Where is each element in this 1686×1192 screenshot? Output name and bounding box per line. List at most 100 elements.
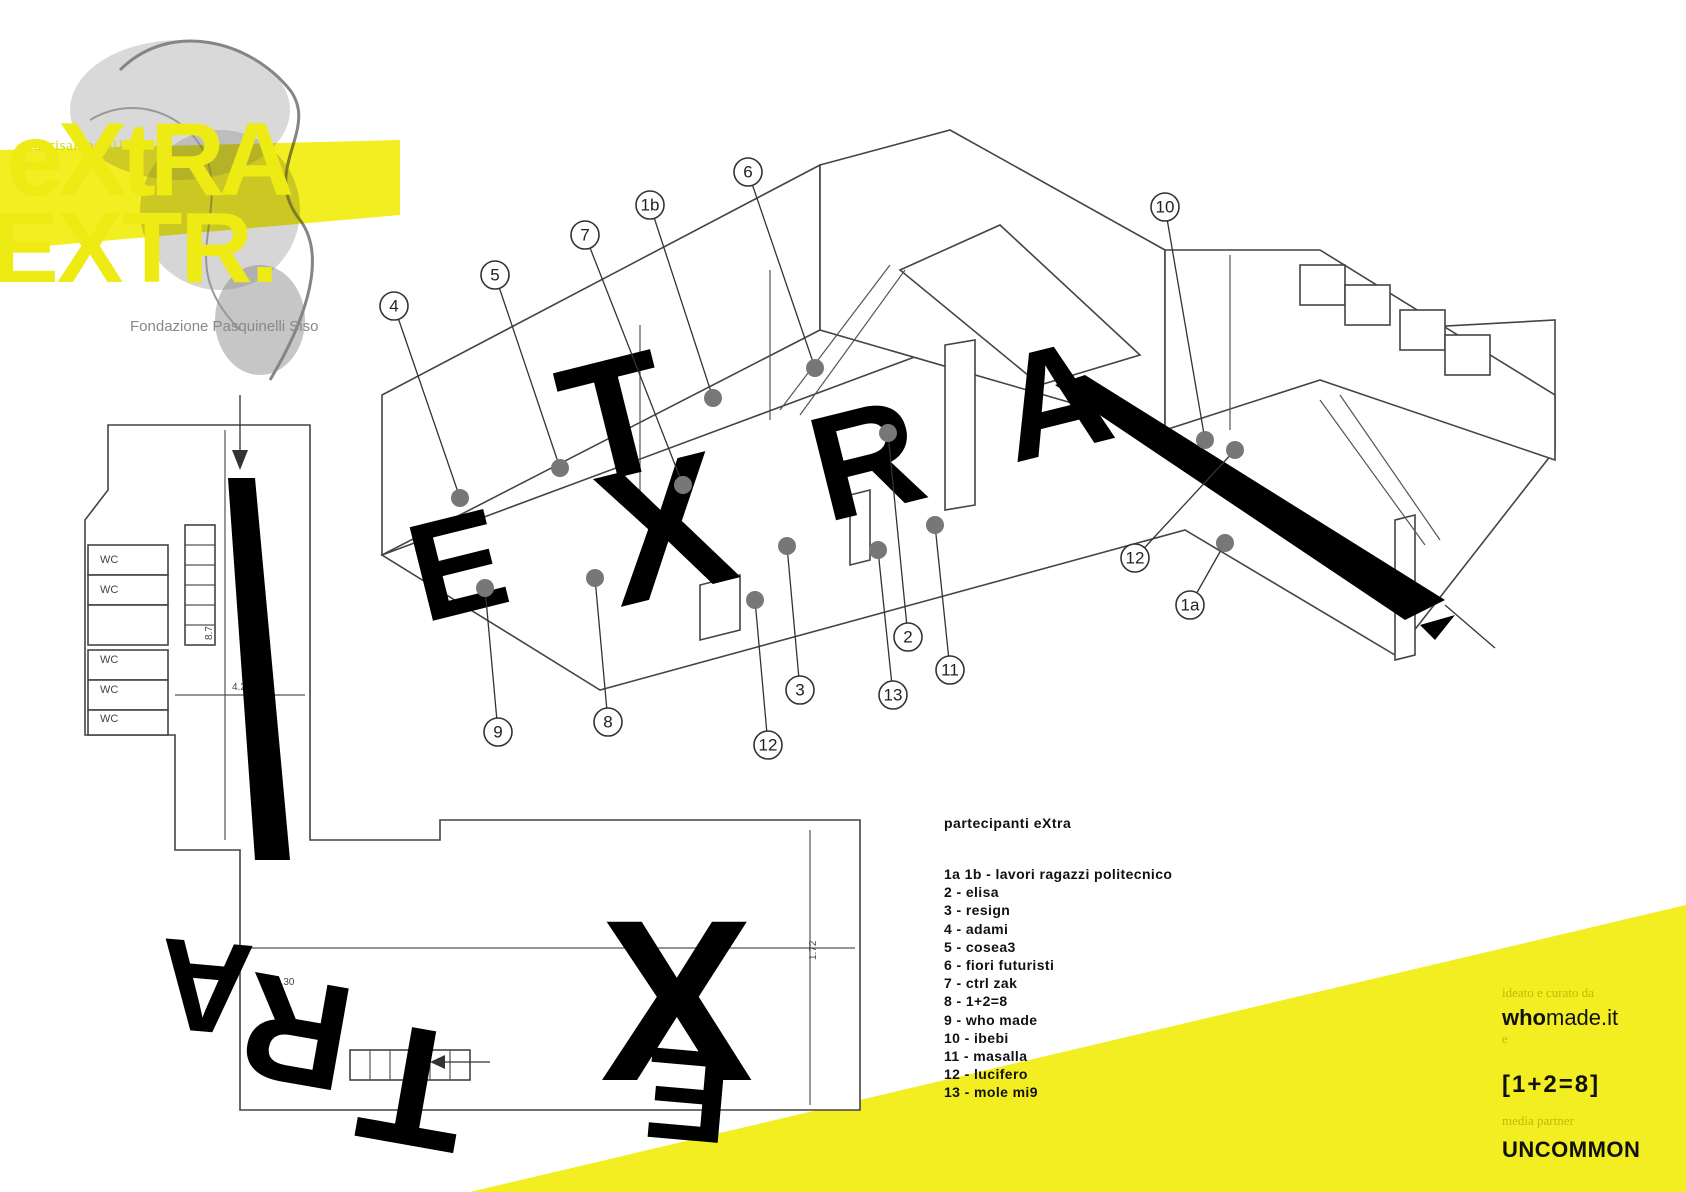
callout-leader <box>584 234 684 486</box>
callout-dot <box>1196 431 1214 449</box>
callout-dot <box>806 359 824 377</box>
dimension-label: 4.2 <box>232 682 246 693</box>
logo-subtitle: Fondazione Pasquinelli Siso <box>130 318 319 335</box>
callout-label: 13 <box>884 686 903 705</box>
legend-item: 11 - masalla <box>944 1048 1028 1065</box>
legend-title: partecipanti eXtra <box>944 815 1072 831</box>
callout-dot <box>879 424 897 442</box>
stairs-right <box>1319 394 1441 546</box>
room-label: WC <box>100 554 118 566</box>
floor-plan: WC WC WC WC WC 4.2 8.7 1.7 <box>84 395 861 1189</box>
callout-leader <box>934 524 951 671</box>
legend-item: 6 - fiori futuristi <box>944 957 1055 974</box>
callout-dot <box>586 569 604 587</box>
and-label: e <box>1502 1031 1508 1046</box>
logo-line-1: eXtRA <box>6 102 294 218</box>
callout-dot <box>1216 534 1234 552</box>
room-label: WC <box>100 713 118 725</box>
plan-letter: E <box>637 1019 736 1172</box>
legend-item: 8 - 1+2=8 <box>944 993 1008 1010</box>
credits-block: ideato e curato da whomade.it e [1+2=8] … <box>1502 985 1640 1163</box>
column-mid <box>849 488 871 567</box>
column-left <box>699 573 741 642</box>
callout-circle <box>635 190 665 220</box>
callout-dot <box>778 537 796 555</box>
callout-label: 8 <box>603 713 612 732</box>
legend-item: 13 - mole mi9 <box>944 1084 1038 1101</box>
legend-item: 4 - adami <box>944 920 1009 937</box>
plan-arrow-bottom <box>430 1055 445 1069</box>
callout-circle <box>1120 543 1150 573</box>
callout-label: 9 <box>493 723 502 742</box>
plan-restrooms <box>87 544 169 736</box>
callout-dot <box>704 389 722 407</box>
callout-leader <box>877 549 894 696</box>
callout-label: 1b <box>641 196 660 215</box>
callout-label: 12 <box>759 736 778 755</box>
axon-letter-long-bar <box>1055 375 1445 620</box>
callout-circle <box>935 655 965 685</box>
callout-circle <box>483 717 513 747</box>
callout-dot <box>746 591 764 609</box>
legend-item: 7 - ctrl zak <box>944 975 1018 992</box>
stair-landing <box>898 224 1142 386</box>
callout-circle <box>753 730 783 760</box>
callout-label: 3 <box>795 681 804 700</box>
callout-label: 5 <box>490 266 499 285</box>
callout-circle <box>893 622 923 652</box>
callout-label: 7 <box>580 226 589 245</box>
logo-line-2: EXTR. <box>0 192 278 304</box>
callout-circle <box>1175 590 1205 620</box>
callout-label: 2 <box>903 628 912 647</box>
callout-leader <box>887 432 909 638</box>
callout-leader <box>1134 449 1236 559</box>
callout-dot <box>451 489 469 507</box>
callout-leader <box>594 577 609 723</box>
legend-item: 12 - lucifero <box>944 1066 1028 1083</box>
callout-label: 10 <box>1156 198 1175 217</box>
callout-label: 6 <box>743 163 752 182</box>
legend-item: 1a 1b - lavori ragazzi politecnico <box>944 866 1173 882</box>
legend-item: 10 - ibebi <box>944 1029 1009 1046</box>
callout-dot <box>1226 441 1244 459</box>
plan-letter: A <box>152 910 258 1064</box>
plan-stairs <box>184 524 471 1081</box>
brand-1-2-8: [1+2=8] <box>1502 1071 1601 1098</box>
stairs-top <box>779 264 906 416</box>
callout-leader <box>393 305 461 499</box>
callout-circle <box>733 157 763 187</box>
callout-circle <box>878 680 908 710</box>
callout-dot <box>674 476 692 494</box>
callout-dot <box>926 516 944 534</box>
callout-leader <box>484 587 499 733</box>
media-partner-label: media partner <box>1502 1113 1574 1128</box>
callout-dot <box>476 579 494 597</box>
callout-circle <box>785 675 815 705</box>
callout-leader <box>1164 206 1206 441</box>
plan-letter-long-bar <box>228 478 290 860</box>
legend-item: 5 - cosea3 <box>944 938 1016 955</box>
callout-leader <box>747 171 816 369</box>
dimension-label: 1.72 <box>808 940 819 960</box>
yellow-band-bottom-right <box>470 905 1686 1192</box>
brand-light: made.it <box>1546 1005 1619 1030</box>
brand-bold: who <box>1502 1005 1546 1030</box>
callout-leader <box>494 274 561 469</box>
callout-label: 4 <box>389 297 398 316</box>
curated-label: ideato e curato da <box>1502 985 1595 1000</box>
room-label: WC <box>100 584 118 596</box>
callout-label: 1a <box>1181 596 1200 615</box>
legend-item: 2 - elisa <box>944 884 999 901</box>
callout-leader <box>649 204 714 399</box>
uncommon-logo: UNCOMMON <box>1502 1137 1641 1162</box>
plan-arrow-top <box>232 450 248 470</box>
callout-circle <box>570 220 600 250</box>
room-label: WC <box>100 684 118 696</box>
room-label: WC <box>100 654 118 666</box>
smoke-image <box>70 39 314 381</box>
callout-label: 12 <box>1126 549 1145 568</box>
callout-circle <box>1150 192 1180 222</box>
